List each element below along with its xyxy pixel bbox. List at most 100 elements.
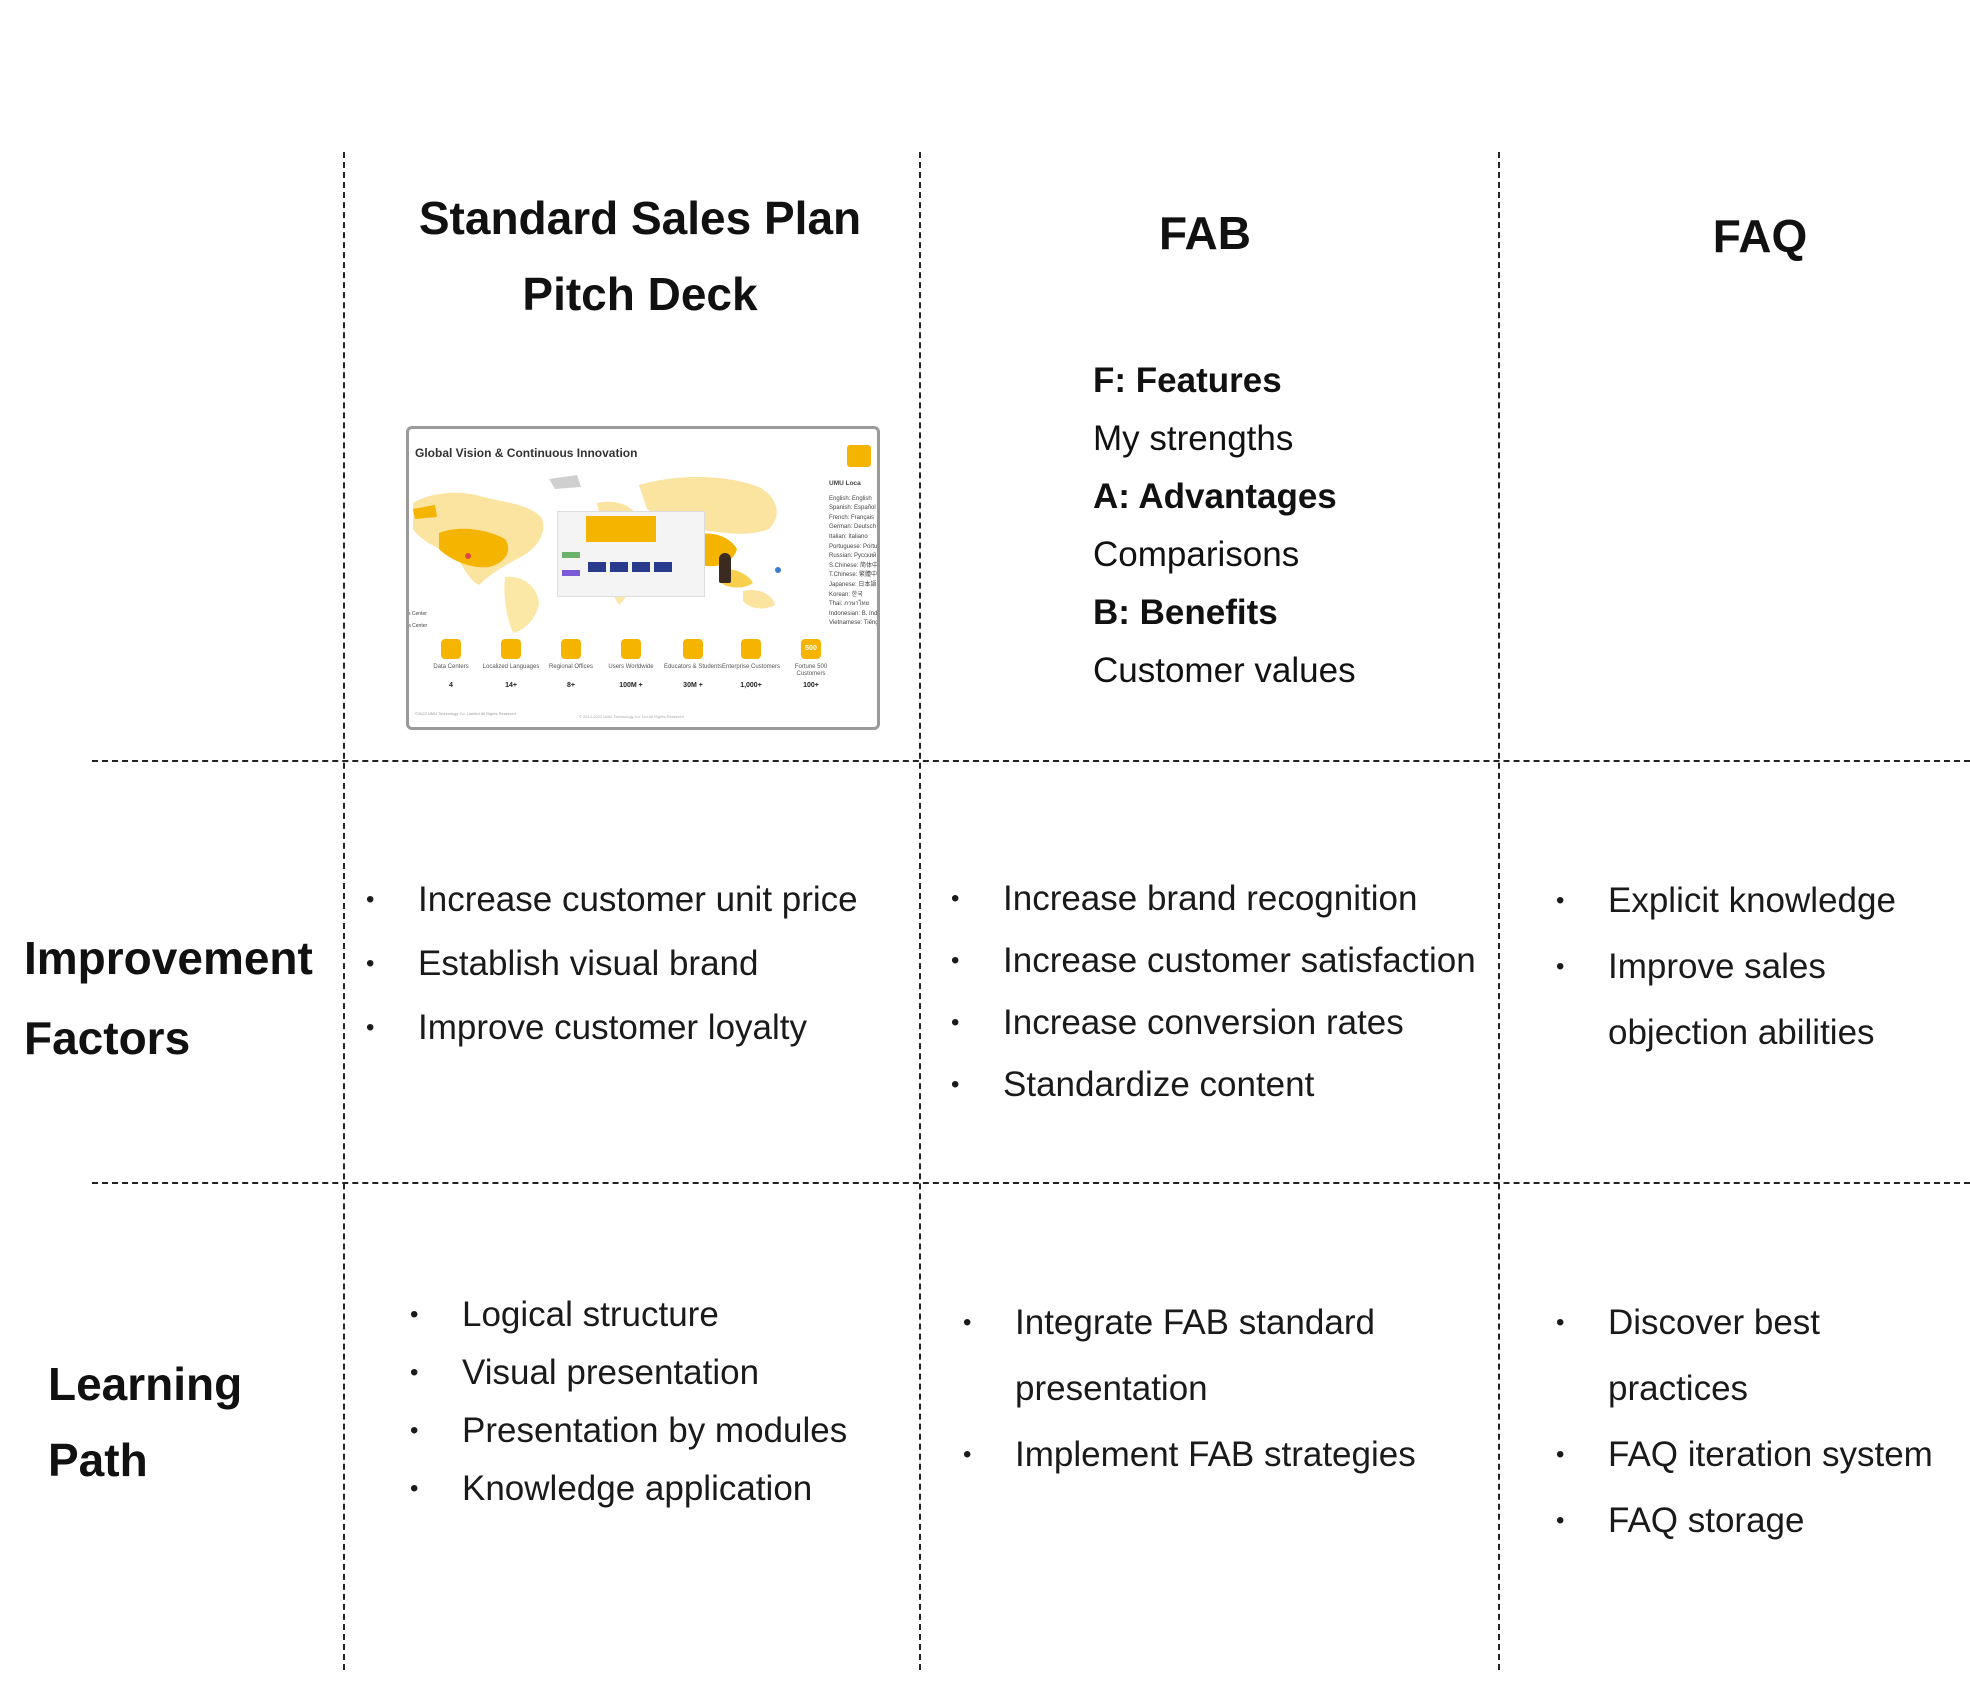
stat-item: Data Centers 4 bbox=[421, 639, 481, 689]
language-item: Indonesian: B. Indo bbox=[829, 610, 880, 617]
improvement-fab-list: •Increase brand recognition•Increase cus… bbox=[951, 868, 1476, 1116]
pitch-deck-title-line2: Pitch Deck bbox=[522, 268, 758, 320]
fab-definition-heading: F: Features bbox=[1093, 361, 1282, 400]
language-item: Korean: 한국 bbox=[829, 591, 863, 598]
500-badge-icon: 500 bbox=[801, 639, 821, 659]
database-icon bbox=[441, 639, 461, 659]
stat-label: Localized Languages bbox=[482, 664, 540, 670]
stat-value: 14+ bbox=[505, 682, 517, 689]
fab-definition-text: Comparisons bbox=[1093, 535, 1300, 574]
bullet-text: Logical structure bbox=[462, 1295, 719, 1334]
thumbnail-footer-center: © 2014-2022 UMU Technology Co. Ltd All R… bbox=[579, 714, 684, 719]
fab-definition-text: My strengths bbox=[1093, 419, 1294, 458]
bullet-item: •Knowledge application bbox=[410, 1460, 847, 1518]
language-item: Spanish: Español bbox=[829, 505, 876, 512]
bullet-icon: • bbox=[410, 1417, 419, 1444]
stat-value: 100+ bbox=[803, 682, 819, 689]
side-label: a Center bbox=[408, 623, 428, 629]
learning-title-line1: Learning bbox=[48, 1358, 243, 1410]
bullet-text: presentation bbox=[1015, 1369, 1208, 1408]
language-item: Japanese: 日本語 bbox=[829, 581, 877, 588]
presenter-photo bbox=[719, 553, 731, 583]
stat-value: 1,000+ bbox=[740, 682, 762, 689]
bullet-icon: • bbox=[410, 1301, 419, 1328]
divider-horizontal-2 bbox=[92, 1182, 1970, 1184]
stat-label: Educators & Students bbox=[663, 664, 723, 670]
learning-pitch-deck-list: •Logical structure•Visual presentation•P… bbox=[410, 1286, 847, 1518]
location-pin-icon bbox=[561, 639, 581, 659]
language-item: English: English bbox=[829, 495, 872, 502]
bullet-icon: • bbox=[410, 1359, 419, 1386]
bullet-item: •FAQ storage bbox=[1556, 1488, 1933, 1554]
bullet-item: • Presentation by modules bbox=[410, 1402, 847, 1460]
language-item: Italian: Italiano bbox=[829, 533, 868, 540]
map-pin-icon bbox=[775, 567, 781, 573]
bullet-text: Increase customer satisfaction bbox=[1003, 941, 1476, 980]
thumbnail-title: Global Vision & Continuous Innovation bbox=[415, 446, 638, 460]
bullet-icon: • bbox=[1556, 1309, 1565, 1336]
building-icon bbox=[741, 639, 761, 659]
bullet-text: objection abilities bbox=[1608, 1013, 1875, 1052]
bullet-text: Increase conversion rates bbox=[1003, 1003, 1404, 1042]
stat-value: 30M + bbox=[683, 682, 703, 689]
bullet-icon: • bbox=[1556, 887, 1565, 914]
bullet-item: •Standardize content bbox=[951, 1054, 1476, 1116]
bullet-text: practices bbox=[1608, 1369, 1749, 1408]
bullet-item: • Logical structure bbox=[410, 1286, 847, 1344]
bullet-item: •Improve customer loyalty bbox=[366, 996, 858, 1060]
bullet-icon: • bbox=[366, 1014, 375, 1041]
bullet-item: • Increase customer satisfaction bbox=[951, 930, 1476, 992]
pitch-deck-title: Standard Sales Plan Pitch Deck bbox=[380, 180, 900, 332]
divider-vertical-1 bbox=[343, 152, 345, 1670]
stat-label: Fortune 500 Customers bbox=[794, 664, 828, 677]
bullet-text: Establish visual brand bbox=[418, 944, 759, 983]
bullet-icon: • bbox=[410, 1475, 419, 1502]
stat-label: Data Centers bbox=[433, 664, 469, 670]
stat-label: Enterprise Customers bbox=[721, 664, 781, 670]
stat-item: Educators & Students 30M + bbox=[663, 639, 723, 689]
improvement-factors-title: Improvement Factors bbox=[24, 918, 313, 1078]
bullet-icon: • bbox=[963, 1441, 972, 1468]
languages-header: UMU Loca bbox=[829, 480, 861, 487]
bullet-text: Implement FAB strategies bbox=[1015, 1435, 1416, 1474]
divider-horizontal-1 bbox=[92, 760, 1970, 762]
user-icon bbox=[621, 639, 641, 659]
bullet-icon: • bbox=[951, 947, 960, 974]
language-item: French: Français bbox=[829, 514, 875, 521]
pitch-deck-thumbnail[interactable]: Global Vision & Continuous Innovation s … bbox=[406, 426, 880, 730]
learning-fab-list: • Integrate FAB standard presentation • Impl… bbox=[963, 1290, 1416, 1488]
learning-path-title: Learning Path bbox=[48, 1346, 242, 1498]
stat-value: 4 bbox=[449, 682, 453, 689]
bullet-icon: • bbox=[951, 1009, 960, 1036]
users-icon bbox=[683, 639, 703, 659]
bullet-text: Integrate FAB standard bbox=[1015, 1303, 1375, 1342]
bullet-item: • Implement FAB strategies bbox=[963, 1422, 1416, 1488]
bullet-icon: • bbox=[366, 886, 375, 913]
product-screenshot-collage bbox=[557, 511, 705, 597]
improvement-title-line1: Improvement bbox=[24, 932, 313, 984]
language-item: Russian: Русский bbox=[829, 553, 877, 560]
bullet-text: Explicit knowledge bbox=[1608, 881, 1896, 920]
umu-logo-icon bbox=[847, 445, 871, 467]
stat-value: 8+ bbox=[567, 682, 575, 689]
fab-definition-heading: B: Benefits bbox=[1093, 593, 1278, 632]
fab-definition-heading: A: Advantages bbox=[1093, 477, 1337, 516]
faq-title: FAQ bbox=[1712, 210, 1808, 262]
language-item: T.Chinese: 繁體中 bbox=[829, 572, 878, 579]
bullet-icon: • bbox=[366, 950, 375, 977]
stat-label: Users Worldwide bbox=[608, 664, 654, 670]
bullet-text: Presentation by modules bbox=[462, 1411, 848, 1450]
language-item: Thai: ภาษาไทย bbox=[829, 601, 870, 608]
stat-item: Localized Languages 14+ bbox=[481, 639, 541, 689]
divider-vertical-3 bbox=[1498, 152, 1500, 1670]
bullet-text: Improve sales bbox=[1608, 947, 1826, 986]
globe-icon bbox=[501, 639, 521, 659]
language-item: German: Deutsch bbox=[829, 524, 877, 531]
bullet-icon: • bbox=[1556, 1507, 1565, 1534]
stat-value: 100M + bbox=[619, 682, 643, 689]
map-pin-icon bbox=[465, 553, 471, 559]
